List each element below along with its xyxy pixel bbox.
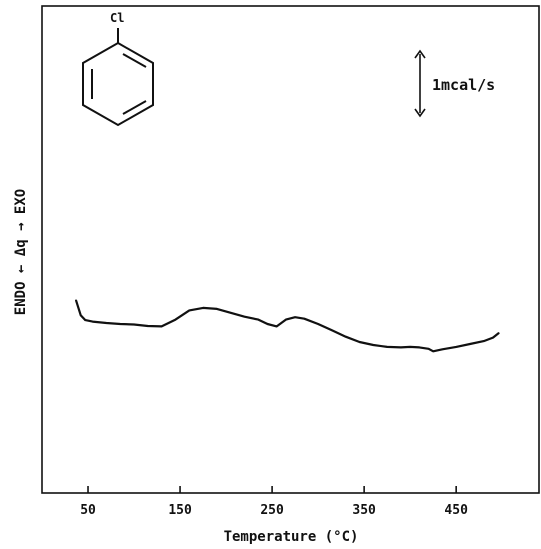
- x-tick-label-350: 350: [352, 503, 376, 518]
- x-axis-title: Temperature (°C): [224, 529, 359, 545]
- dsc-curve: [75, 299, 500, 353]
- scale-bar-label: 1mcal/s: [432, 76, 495, 94]
- x-tick-label-50: 50: [80, 503, 96, 518]
- chlorine-label: Cl: [110, 11, 124, 25]
- chlorobenzene-structure: Cl: [82, 11, 154, 127]
- benzene-ring: [82, 41, 154, 127]
- y-axis-title: ENDO ← Δq → EXO: [13, 189, 29, 315]
- scale-bar-arrow-down: [414, 108, 426, 118]
- ring-double-bond-2: [122, 53, 147, 68]
- x-axis-tick-labels: 50 150 250 350 450: [80, 503, 468, 518]
- x-tick-label-250: 250: [260, 503, 284, 518]
- scale-bar-arrow-up: [414, 49, 426, 59]
- x-axis-ticks: [87, 486, 457, 493]
- x-tick-label-450: 450: [444, 503, 468, 518]
- x-tick-label-150: 150: [168, 503, 192, 518]
- plot-frame: [41, 5, 540, 494]
- scale-bar: 1mcal/s: [414, 49, 495, 118]
- ring-double-bond-3: [122, 100, 147, 115]
